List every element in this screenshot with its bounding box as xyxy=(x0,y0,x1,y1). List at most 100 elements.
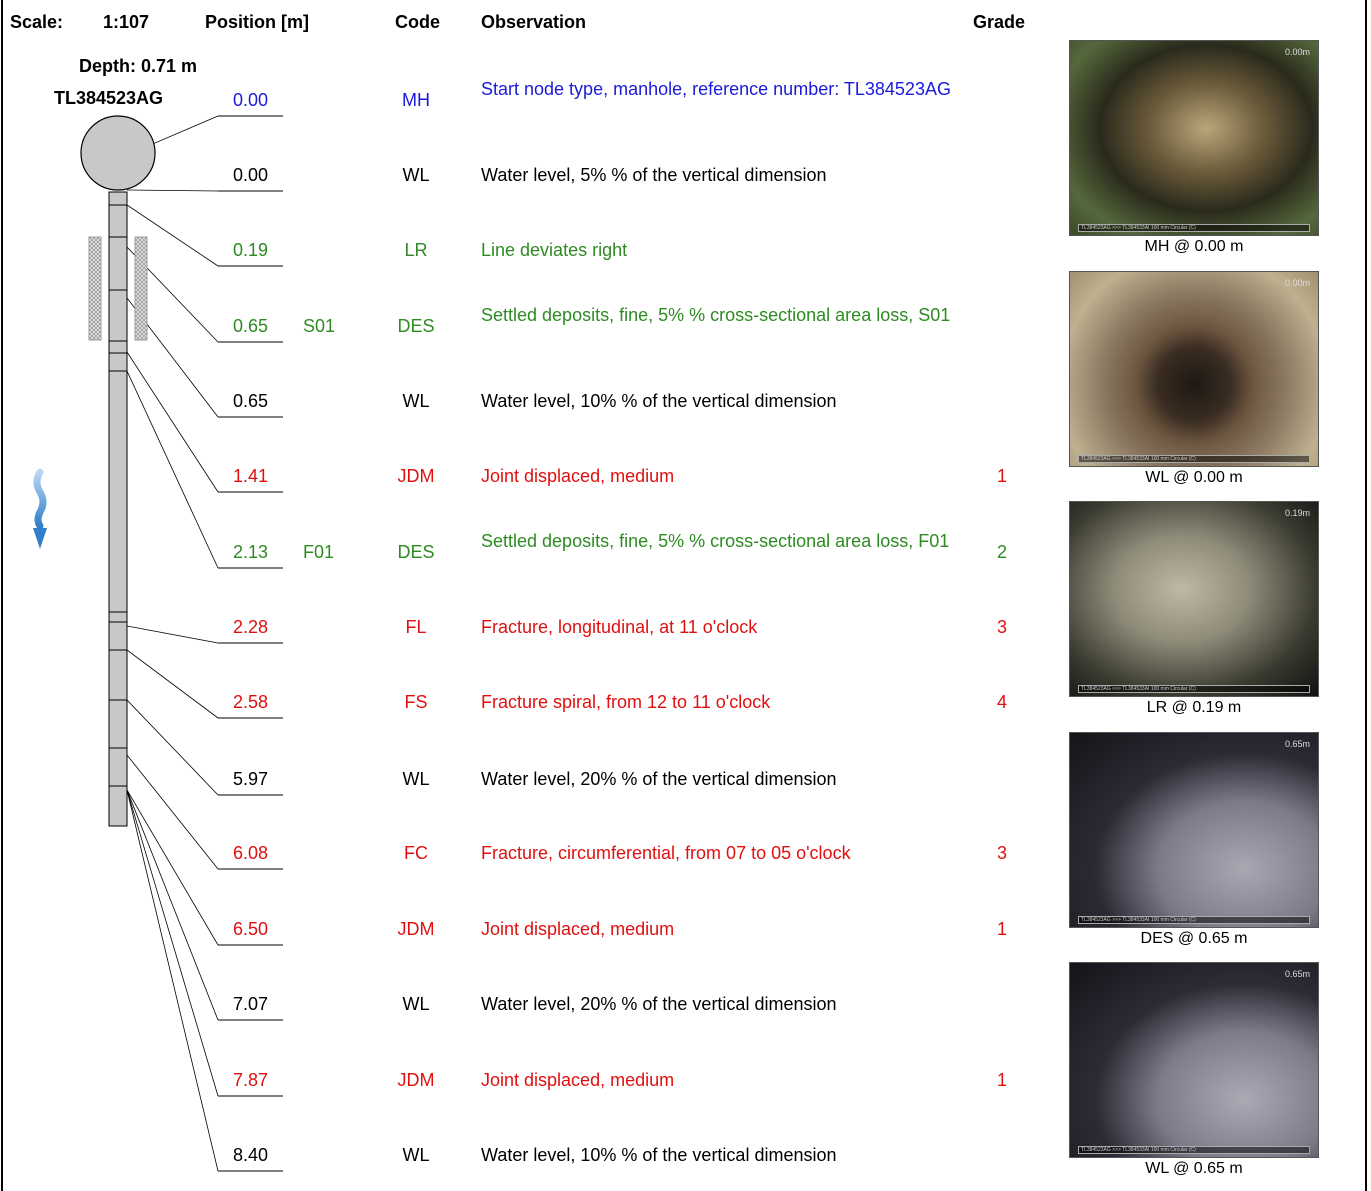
observation-row: 0.19 LR Line deviates right xyxy=(0,0,1060,260)
observation-code: DES xyxy=(397,542,435,562)
photo-overlay-position: 0.00m xyxy=(1284,278,1310,288)
code-header: Code xyxy=(395,12,440,32)
leader-line xyxy=(126,204,219,267)
observation-row: 0.00 MH Start node type, manhole, referenc… xyxy=(0,0,1060,110)
photo-footer-bar: TL384523AG >>> TL384533AI 100 mm Circula… xyxy=(1078,916,1310,924)
position-value: 0.00 xyxy=(233,165,269,185)
observation-grade: 3 xyxy=(996,843,1007,863)
observation-ref: S01 xyxy=(303,316,336,336)
position-value: 0.65 xyxy=(233,391,269,411)
leader-line xyxy=(126,789,219,1172)
photo-footer-text: TL384523AG >>> TL384533AI 100 mm Circula… xyxy=(1081,917,1196,923)
photo-overlay-position: 0.65m xyxy=(1284,969,1310,979)
leader-line xyxy=(126,789,219,1021)
observation-row: 7.87 JDM Joint displaced, medium 1 xyxy=(0,0,1060,1090)
leader-line xyxy=(126,625,219,644)
grade-header: Grade xyxy=(973,12,1026,32)
photo-overlay-position: 0.00m xyxy=(1284,47,1310,57)
observation-grade: 4 xyxy=(996,692,1007,712)
observation-text: Joint displaced, medium xyxy=(481,1070,675,1090)
position-value: 0.00 xyxy=(233,90,269,110)
photo-caption: MH @ 0.00 m xyxy=(1144,238,1244,255)
observation-text: Line deviates right xyxy=(481,240,628,260)
position-value: 2.13 xyxy=(233,542,269,562)
observation-row: 2.28 FL Fracture, longitudinal, at 11 o'cl… xyxy=(0,0,1060,637)
photo-footer-bar: TL384523AG >>> TL384533AI 100 mm Circula… xyxy=(1078,224,1310,232)
leader-line xyxy=(126,754,219,870)
photo-overlay-position: 0.65m xyxy=(1284,739,1310,749)
observation-text: Fracture spiral, from 12 to 11 o'clock xyxy=(481,692,771,712)
position-value: 2.28 xyxy=(233,617,269,637)
observation-text: Settled deposits, fine, 5% % cross-secti… xyxy=(481,531,950,551)
observation-code: JDM xyxy=(397,466,435,486)
photo-footer-bar: TL384523AG >>> TL384533AI 100 mm Circula… xyxy=(1078,455,1310,463)
position-header: Position [m] xyxy=(205,12,309,32)
observation-row: 8.40 WL Water level, 10% % of the vertical… xyxy=(0,0,1060,1165)
photo-footer-bar: TL384523AG >>> TL384533AI 100 mm Circula… xyxy=(1078,685,1310,693)
flow-direction-icon xyxy=(33,468,47,549)
observation-ref: F01 xyxy=(303,542,335,562)
photo-caption: LR @ 0.19 m xyxy=(1146,699,1242,716)
observation-text: Water level, 10% % of the vertical dimen… xyxy=(481,391,837,411)
observation-text: Joint displaced, medium xyxy=(481,919,675,939)
photo-footer-text: TL384523AG >>> TL384533AI 100 mm Circula… xyxy=(1081,456,1196,462)
observation-grade: 2 xyxy=(996,542,1007,562)
deposit-marker-left xyxy=(88,236,102,341)
observation-text: Fracture, circumferential, from 07 to 05… xyxy=(481,843,851,863)
observation-code: LR xyxy=(404,240,428,260)
leader-line xyxy=(126,789,219,1097)
observation-grade: 3 xyxy=(996,617,1007,637)
pipe-joints xyxy=(109,204,127,787)
leader-line xyxy=(126,699,219,796)
position-value: 8.40 xyxy=(233,1145,269,1165)
observation-text: Start node type, manhole, reference numb… xyxy=(481,79,951,99)
leader-line xyxy=(126,789,219,946)
observation-text: Fracture, longitudinal, at 11 o'clock xyxy=(481,617,758,637)
observation-code: WL xyxy=(402,994,430,1014)
manhole-symbol xyxy=(80,115,156,191)
pipe-diagram xyxy=(33,115,283,1172)
photo-footer-bar: TL384523AG >>> TL384533AI 100 mm Circula… xyxy=(1078,1146,1310,1154)
leader-line xyxy=(126,351,219,493)
position-value: 0.19 xyxy=(233,240,269,260)
observation-text: Water level, 5% % of the vertical dimens… xyxy=(481,165,827,185)
observation-grade: 1 xyxy=(996,919,1007,939)
photo-overlay-position: 0.19m xyxy=(1284,508,1310,518)
position-value: 7.07 xyxy=(233,994,269,1014)
position-value: 7.87 xyxy=(233,1070,269,1090)
photo-caption: WL @ 0.65 m xyxy=(1145,1160,1243,1177)
observation-code: FL xyxy=(405,617,427,637)
node-depth: Depth: 0.71 m xyxy=(79,56,198,76)
leader-line xyxy=(126,189,219,192)
observation-code: MH xyxy=(402,90,430,110)
observation-code: JDM xyxy=(397,919,435,939)
position-value: 1.41 xyxy=(233,466,269,486)
observation-header: Observation xyxy=(481,12,587,32)
photo-footer-text: TL384523AG >>> TL384533AI 100 mm Circula… xyxy=(1081,686,1196,692)
leader-line xyxy=(126,649,219,719)
observation-code: DES xyxy=(397,316,435,336)
observation-grade: 1 xyxy=(996,466,1007,486)
observation-text: Water level, 20% % of the vertical dimen… xyxy=(481,994,837,1014)
position-value: 0.65 xyxy=(233,316,269,336)
observation-grade: 1 xyxy=(996,1070,1007,1090)
position-value: 5.97 xyxy=(233,769,269,789)
deposit-marker-right xyxy=(134,236,148,341)
observation-code: FC xyxy=(404,843,428,863)
observation-text: Water level, 20% % of the vertical dimen… xyxy=(481,769,837,789)
scale-value: 1:107 xyxy=(103,12,150,32)
